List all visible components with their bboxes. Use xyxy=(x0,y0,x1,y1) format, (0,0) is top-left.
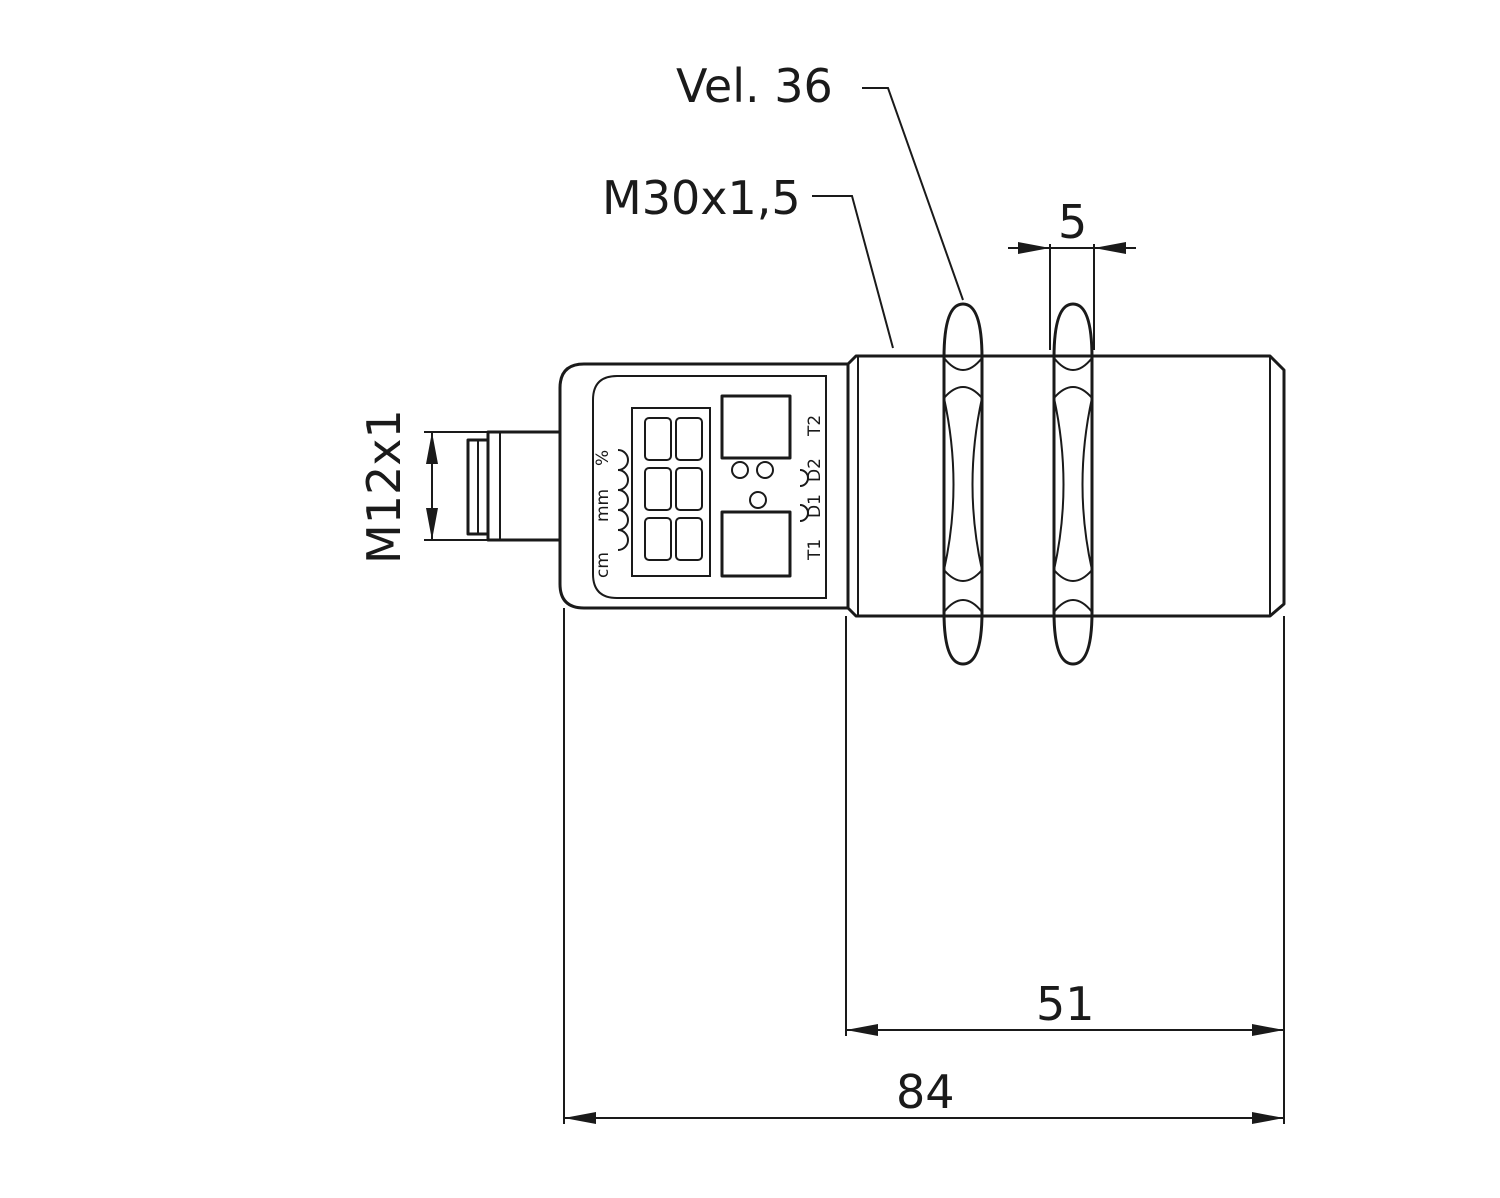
thread-label: M30x1,5 xyxy=(602,171,801,225)
button-upper xyxy=(720,394,792,460)
led-d2 xyxy=(756,461,774,479)
housing-length-label: 51 xyxy=(1036,977,1095,1031)
nut-thickness-label: 5 xyxy=(1058,195,1087,249)
label-d1: D1 xyxy=(805,494,825,518)
threaded-housing xyxy=(846,354,1286,618)
dimension-nut-thickness xyxy=(1008,242,1136,350)
dimension-housing-length xyxy=(845,616,1285,1124)
total-length-label: 84 xyxy=(896,1065,955,1119)
label-d2: D2 xyxy=(805,458,825,482)
button-lower xyxy=(720,510,792,578)
led-indicator xyxy=(749,491,767,509)
dimension-connector xyxy=(424,431,488,541)
label-t2: T2 xyxy=(805,415,825,437)
digit-window xyxy=(631,407,711,577)
leader-thread xyxy=(812,195,894,349)
dimension-total-length xyxy=(563,608,1284,1124)
seven-segment-digits xyxy=(644,417,703,561)
led-d1 xyxy=(731,461,749,479)
m12-connector xyxy=(466,430,562,542)
unit-label-mm: mm xyxy=(593,489,613,522)
label-t1: T1 xyxy=(805,539,825,561)
nut-left xyxy=(942,302,984,666)
nut-right xyxy=(1052,302,1094,666)
unit-label-percent: % xyxy=(593,450,613,466)
leader-wrench-size xyxy=(862,87,964,301)
connector-thread-label: M12x1 xyxy=(357,409,411,564)
wrench-size-label: Vel. 36 xyxy=(676,59,833,113)
unit-label-cm: cm xyxy=(593,552,613,578)
display-housing xyxy=(558,362,850,610)
